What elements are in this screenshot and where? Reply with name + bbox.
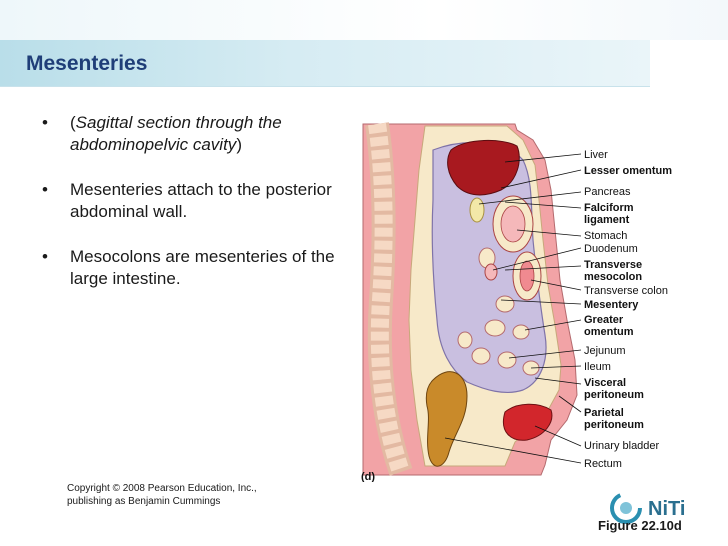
svg-text:NiTi: NiTi: [648, 498, 685, 520]
anatomy-illustration: Liver Lesser omentum Pancreas Falciform …: [361, 122, 672, 483]
copyright-line: publishing as Benjamin Cummings: [67, 496, 221, 507]
label-parietal-peritoneum: peritoneum: [584, 419, 644, 431]
niti-logo-icon: NiTi: [610, 492, 685, 524]
copyright-line: Copyright © 2008 Pearson Education, Inc.…: [67, 483, 257, 494]
label-lesser-omentum: Lesser omentum: [584, 165, 672, 177]
bullet-text: Mesocolons are mesenteries of the large …: [70, 247, 335, 288]
top-decoration: [0, 0, 728, 40]
panel-label: (d): [361, 471, 375, 482]
pancreas-shape: [469, 197, 485, 223]
bullet-suffix: ): [236, 135, 242, 154]
label-jejunum: Jejunum: [584, 345, 626, 357]
label-duodenum: Duodenum: [584, 243, 638, 255]
slide-title: Mesenteries: [26, 52, 148, 75]
bullet-icon: •: [42, 113, 48, 132]
bullet-text: Mesenteries attach to the posterior abdo…: [70, 180, 332, 221]
bullet-item: • (Sagittal section through the abdomino…: [30, 112, 340, 156]
label-transverse-colon: Transverse colon: [584, 285, 668, 297]
stomach-lumen: [500, 205, 526, 243]
leader-lines: [444, 153, 582, 464]
label-transverse: Transverse: [584, 259, 642, 271]
label-stomach: Stomach: [584, 230, 627, 242]
small-intestine-loops: [457, 247, 540, 376]
label-visceral-peritoneum: peritoneum: [584, 389, 644, 401]
label-ileum: Ileum: [584, 361, 611, 373]
label-omentum: omentum: [584, 326, 634, 338]
label-visceral: Visceral: [584, 377, 626, 389]
mesenteries-diagram: Liver Lesser omentum Pancreas Falciform …: [355, 120, 700, 487]
liver-shape: [447, 139, 520, 196]
copyright-notice: Copyright © 2008 Pearson Education, Inc.…: [67, 482, 257, 508]
label-mesentery: Mesentery: [584, 299, 639, 311]
title-bar: [0, 40, 650, 87]
figure-caption: Figure 22.10d: [598, 518, 682, 533]
vertebral-column: [365, 122, 413, 476]
rectum-shape: [425, 371, 468, 467]
bullet-icon: •: [42, 180, 48, 199]
colon-lumen: [519, 260, 535, 292]
bullet-icon: •: [42, 247, 48, 266]
label-parietal: Parietal: [584, 407, 624, 419]
label-mesocolon: mesocolon: [584, 271, 642, 283]
bullet-italic-text: Sagittal section through the abdominopel…: [70, 113, 282, 154]
label-greater: Greater: [584, 314, 624, 326]
bullet-list: • (Sagittal section through the abdomino…: [30, 112, 340, 313]
label-falciform: Falciform: [584, 202, 634, 214]
bullet-item: • Mesenteries attach to the posterior ab…: [30, 179, 340, 223]
diagram-labels: Liver Lesser omentum Pancreas Falciform …: [361, 149, 672, 483]
label-liver: Liver: [584, 149, 608, 161]
label-pancreas: Pancreas: [584, 186, 631, 198]
label-urinary-bladder: Urinary bladder: [584, 440, 660, 452]
label-rectum: Rectum: [584, 458, 622, 470]
label-ligament: ligament: [584, 214, 630, 226]
urinary-bladder-shape: [503, 403, 553, 441]
duodenum-shape: [484, 263, 498, 281]
bullet-item: • Mesocolons are mesenteries of the larg…: [30, 246, 340, 290]
bullet-prefix: (: [70, 113, 76, 132]
